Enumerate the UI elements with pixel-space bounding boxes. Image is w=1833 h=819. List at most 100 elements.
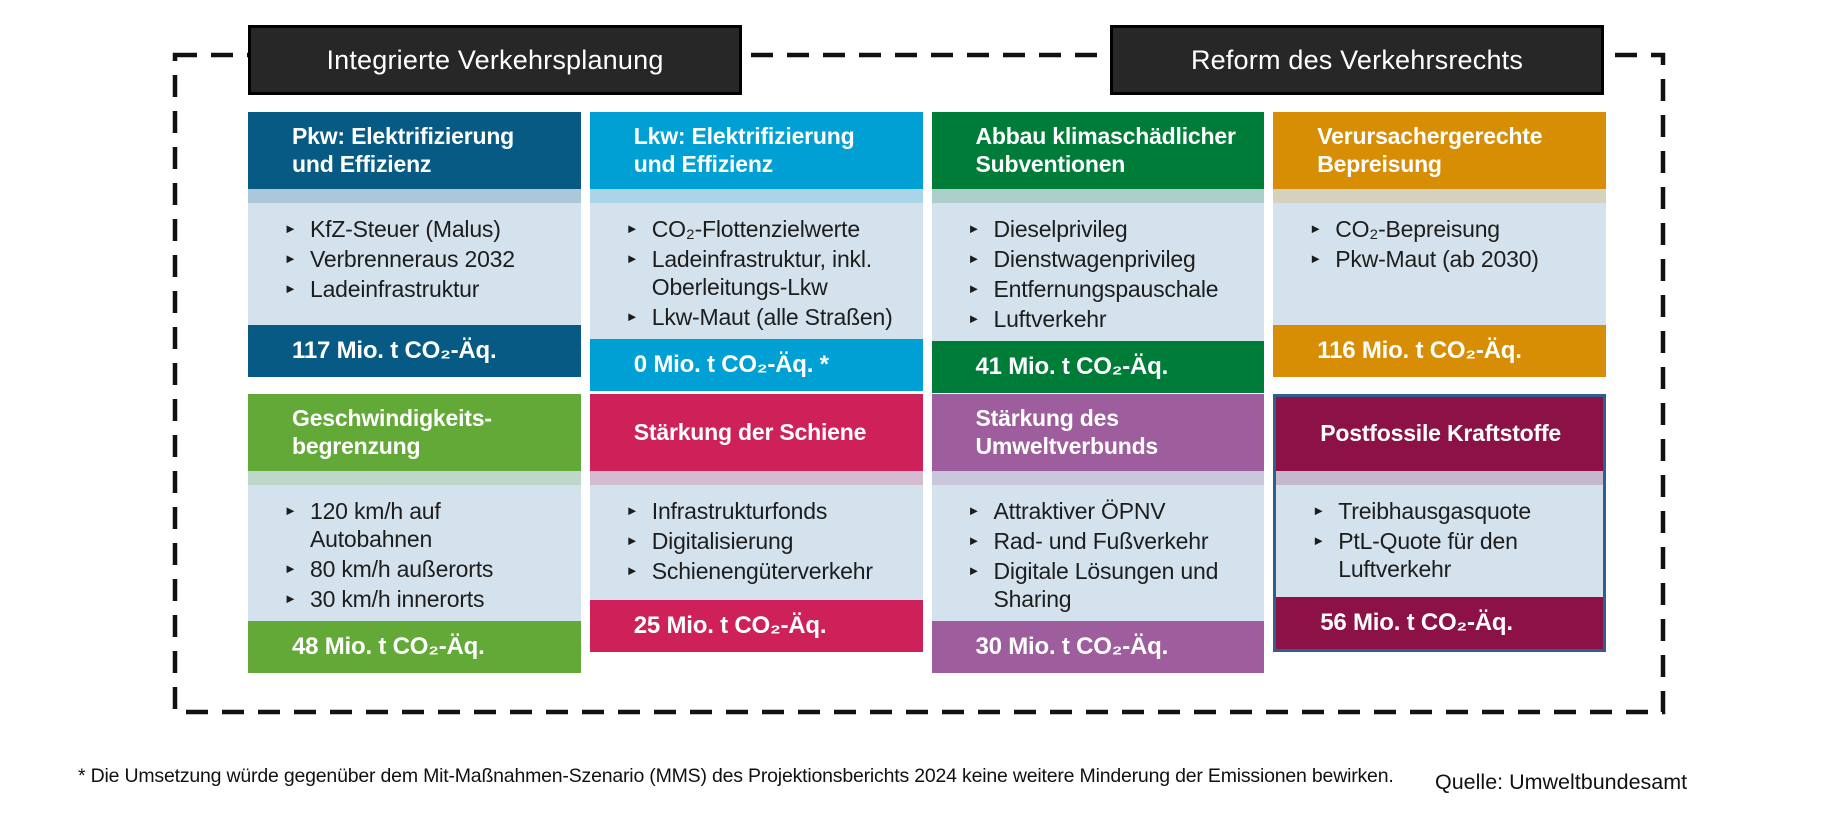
- measure-item: ► Digitale Lösungen und Sharing: [968, 557, 1253, 613]
- measure-card-body: ►120 km/h auf Autobahnen ► 80 km/h außeror…: [248, 485, 581, 622]
- measure-card-title: Lkw: Elektrifizierung und Effizienz: [633, 123, 855, 177]
- measure-card-staerkung-des-umweltverbunds: Stärkung des Umweltverbunds ►Attraktiver…: [931, 394, 1265, 674]
- measure-item-label: 30 km/h innerorts: [310, 586, 485, 613]
- measure-item-list: ►KfZ-Steuer (Malus)►Verbrenneraus 2032►L…: [284, 215, 569, 303]
- measure-item-label: Ladeinfrastruktur: [310, 276, 480, 303]
- measure-card-value: 30 Mio. t CO₂-Äq.: [975, 633, 1169, 661]
- measure-card-header: Stärkung der Schiene: [589, 394, 923, 471]
- measure-item-label: Digitale Lösungen und Sharing: [993, 558, 1219, 613]
- measure-card-header: Pkw: Elektrifizierung und Effizienz: [248, 112, 581, 189]
- measure-card-verursachergerechte-bepreisung: Verursachergerechte Bepreisung ►CO₂-Bepr…: [1273, 112, 1606, 377]
- measure-item-list: ►Dieselprivileg►Dienstwagenprivileg►Entf…: [968, 215, 1253, 333]
- card-accent-band: [1276, 471, 1603, 485]
- measure-item: ► CO₂-Flottenzielwerte: [626, 215, 911, 243]
- measure-item-label: Verbrenneraus 2032: [310, 246, 515, 273]
- card-accent-band: [931, 189, 1265, 203]
- measure-item-list: ►120 km/h auf Autobahnen ► 80 km/h außeror…: [284, 497, 569, 613]
- measure-card-header: Geschwindigkeits- begrenzung: [248, 394, 581, 471]
- measure-item: ►Attraktiver ÖPNV: [968, 497, 1253, 525]
- measure-item-list: ►Attraktiver ÖPNV►Rad- und Fußverkehr ► Di…: [968, 497, 1253, 613]
- triangle-bullet-icon: ►: [967, 311, 981, 327]
- measure-card-postfossile-kraftstoffe: Postfossile Kraftstoffe ►Treibhausgasquo…: [1273, 394, 1606, 652]
- measure-card-footer: 0 Mio. t CO₂-Äq. *: [589, 339, 923, 392]
- measure-item-list: ►CO₂-Flottenzielwerte►Ladeinfrastruktur,…: [626, 215, 911, 331]
- measure-item: ► Digitalisierung: [626, 527, 911, 555]
- measure-card-title: Pkw: Elektrifizierung und Effizienz: [292, 123, 515, 177]
- measure-item: ► Ladeinfrastruktur: [284, 275, 569, 303]
- measure-card-header: Postfossile Kraftstoffe: [1276, 397, 1603, 471]
- measure-card-pkw-elektrifizierung-und-effizienz: Pkw: Elektrifizierung und Effizienz ► KfZ…: [248, 112, 581, 377]
- measure-card-lkw-elektrifizierung-und-effizienz: Lkw: Elektrifizierung und Effizienz ► CO₂…: [589, 112, 923, 392]
- measure-card-title: Stärkung des Umweltverbunds: [975, 405, 1159, 459]
- measure-item-label: KfZ-Steuer (Malus): [310, 216, 501, 242]
- measure-card-staerkung-der-schiene: Stärkung der Schiene ►Infrastrukturfonds…: [589, 394, 923, 652]
- measure-card-title: Verursachergerechte Bepreisung: [1317, 123, 1543, 177]
- measure-item-label: CO₂-Bepreisung: [1335, 216, 1500, 242]
- measure-item: ►Rad- und Fußverkehr: [968, 527, 1253, 555]
- measure-item-label: 80 km/h außerorts: [310, 556, 494, 583]
- measure-item: ►CO₂-Bepreisung: [1309, 215, 1594, 243]
- measure-item-label: Infrastrukturfonds: [651, 498, 828, 524]
- triangle-bullet-icon: ►: [625, 221, 639, 236]
- measure-item-label: Ladeinfrastruktur, inkl. Oberleitungs-Lk…: [651, 246, 872, 301]
- measure-item: ►Dienstwagenprivileg: [968, 245, 1253, 273]
- triangle-bullet-icon: ►: [284, 281, 297, 297]
- measure-card-title: Stärkung der Schiene: [633, 418, 867, 445]
- measure-item: ► Luftverkehr: [968, 305, 1253, 333]
- measure-card-footer: 116 Mio. t CO₂-Äq.: [1273, 325, 1606, 377]
- measure-item-label: Luftverkehr: [993, 306, 1107, 333]
- measure-item-label: Schienengüterverkehr: [651, 558, 873, 585]
- triangle-bullet-icon: ►: [284, 251, 297, 267]
- measure-item: ► Verbrenneraus 2032: [284, 245, 569, 273]
- triangle-bullet-icon: ►: [967, 563, 981, 579]
- measure-item: ► PtL-Quote für den Luftverkehr: [1312, 527, 1591, 583]
- triangle-bullet-icon: ►: [1309, 251, 1323, 267]
- footnote-text: * Die Umsetzung würde gegenüber dem Mit-…: [78, 765, 1394, 787]
- measure-item: ►30 km/h innerorts: [284, 585, 569, 613]
- measure-item-label: Treibhausgasquote: [1338, 498, 1531, 524]
- measure-card-header: Stärkung des Umweltverbunds: [931, 394, 1265, 471]
- triangle-bullet-icon: ►: [967, 503, 981, 518]
- measure-item: ► 80 km/h außerorts: [284, 555, 569, 583]
- measure-item: ►120 km/h auf Autobahnen: [284, 497, 569, 553]
- measure-card-value: 56 Mio. t CO₂-Äq.: [1320, 609, 1513, 636]
- measure-card-body: ►CO₂-Bepreisung ► Pkw-Maut (ab 2030): [1273, 203, 1606, 325]
- group-header-integrierte-verkehrsplanung: Integrierte Verkehrsplanung: [248, 25, 742, 95]
- measure-card-body: ►Treibhausgasquote ► PtL-Quote für den Luf…: [1276, 485, 1603, 597]
- source-attribution: Quelle: Umweltbundesamt: [1435, 770, 1688, 794]
- measure-card-footer: 30 Mio. t CO₂-Äq.: [931, 621, 1265, 674]
- card-accent-band: [1273, 189, 1606, 203]
- measure-item-label: Digitalisierung: [651, 528, 794, 555]
- measure-card-abbau-klimaschaedlicher-subventionen: Abbau klimaschädlicher Subventionen ►Die…: [931, 112, 1265, 394]
- measure-card-footer: 117 Mio. t CO₂-Äq.: [248, 325, 581, 377]
- triangle-bullet-icon: ►: [1312, 533, 1326, 549]
- measure-card-body: ►KfZ-Steuer (Malus)►Verbrenneraus 2032►L…: [248, 203, 581, 325]
- measure-item-label: Dieselprivileg: [993, 216, 1128, 242]
- measure-item-label: Pkw-Maut (ab 2030): [1335, 246, 1539, 273]
- measure-item-label: CO₂-Flottenzielwerte: [651, 216, 860, 242]
- measure-card-body: ►Attraktiver ÖPNV►Rad- und Fußverkehr ► Di…: [931, 485, 1265, 622]
- triangle-bullet-icon: ►: [625, 533, 639, 549]
- measure-item: ►Infrastrukturfonds: [626, 497, 911, 525]
- measure-card-body: ►Dieselprivileg►Dienstwagenprivileg►Entf…: [931, 203, 1265, 342]
- measure-card-title: Postfossile Kraftstoffe: [1320, 420, 1562, 447]
- measure-card-title: Abbau klimaschädlicher Subventionen: [975, 123, 1236, 177]
- measure-item: ►Ladeinfrastruktur, inkl. Oberleitungs-L…: [626, 245, 911, 301]
- measure-item-list: ►Treibhausgasquote ► PtL-Quote für den Luf…: [1312, 497, 1591, 583]
- group-header-label: Reform des Verkehrsrechts: [1190, 44, 1524, 75]
- measure-card-title: Geschwindigkeits- begrenzung: [292, 405, 492, 459]
- triangle-bullet-icon: ►: [967, 251, 981, 267]
- triangle-bullet-icon: ►: [967, 281, 981, 297]
- measure-item-label: PtL-Quote für den Luftverkehr: [1338, 528, 1518, 583]
- group-header-label: Integrierte Verkehrsplanung: [326, 44, 664, 75]
- measure-item: ►Treibhausgasquote: [1312, 497, 1591, 525]
- measure-card-header: Abbau klimaschädlicher Subventionen: [931, 112, 1265, 189]
- triangle-bullet-icon: ►: [284, 561, 297, 577]
- measure-item: ► Pkw-Maut (ab 2030): [1309, 245, 1594, 273]
- triangle-bullet-icon: ►: [625, 309, 639, 325]
- measure-item: ►Schienengüterverkehr: [626, 557, 911, 585]
- card-accent-band: [589, 471, 923, 485]
- measure-card-body: ►CO₂-Flottenzielwerte►Ladeinfrastruktur,…: [589, 203, 923, 340]
- measure-card-value: 116 Mio. t CO₂-Äq.: [1317, 337, 1522, 364]
- measure-cards-grid: Pkw: Elektrifizierung und Effizienz ► KfZ…: [248, 112, 1606, 674]
